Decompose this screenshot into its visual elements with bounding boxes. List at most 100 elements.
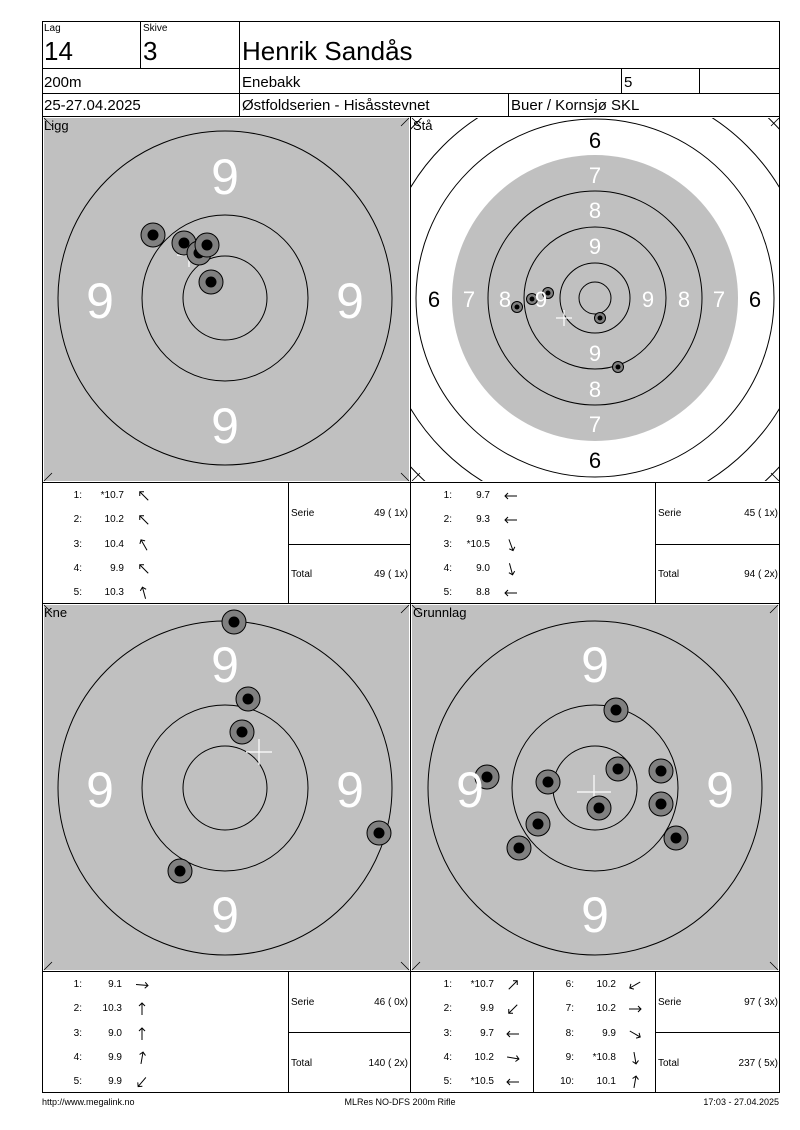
shot-number: 5: <box>443 1076 452 1088</box>
shot-score: 9.1 <box>108 979 122 990</box>
shot-direction-arrow-icon <box>504 492 517 500</box>
serie-label: Serie <box>291 508 315 519</box>
shot-direction-arrow-icon <box>508 538 516 551</box>
shot-hole <box>366 820 392 846</box>
shot-direction-arrow-icon <box>506 1030 519 1037</box>
total-value: 94 ( 2x) <box>744 569 778 580</box>
shot-hole <box>605 756 631 782</box>
shot-score: 10.2 <box>596 1003 616 1015</box>
footer-url[interactable]: http://www.megalink.no <box>42 1097 135 1107</box>
shot-number: 1: <box>443 979 452 990</box>
shot-holes <box>140 222 224 295</box>
shot-score: 9.9 <box>108 1076 122 1088</box>
shot-number: 8: <box>565 1027 574 1039</box>
total-label: Total <box>291 1058 313 1069</box>
ring-label: 6 <box>589 448 601 473</box>
shot-score: 9.9 <box>480 1003 494 1015</box>
ring-label: 6 <box>589 128 601 153</box>
shot-score: 10.3 <box>102 1003 122 1015</box>
serie-value: 45 ( 1x) <box>744 508 778 519</box>
shot-score: 9.9 <box>110 562 124 574</box>
ring-label: 8 <box>678 287 690 312</box>
shot-hole <box>594 312 606 324</box>
shot-hole <box>648 758 674 784</box>
shot-hole <box>612 361 624 373</box>
shot-score: 9.0 <box>108 1027 122 1039</box>
skive-label: Skive <box>143 23 168 34</box>
target-sta: 6 6 6 6 7 7 7 7 8 8 8 8 9 9 9 9 <box>411 118 779 481</box>
shot-score: 10.2 <box>596 979 616 990</box>
shot-holes <box>511 287 624 373</box>
shot-hole <box>474 764 500 790</box>
ring-label: 9 <box>589 234 601 259</box>
shot-score: *10.8 <box>592 1051 616 1063</box>
club: Enebakk <box>242 74 301 91</box>
shot-hole <box>229 719 255 745</box>
shot-score: 10.1 <box>596 1076 616 1088</box>
shot-direction-arrow-icon <box>508 1004 518 1015</box>
shot-direction-arrow-icon <box>629 981 641 990</box>
serie-label: Serie <box>291 997 315 1008</box>
panel-title-grunnlag: Grunnlag <box>413 605 467 620</box>
shot-hole <box>648 791 674 817</box>
shot-hole <box>511 301 523 313</box>
shooter-name: Henrik Sandås <box>242 36 413 66</box>
shot-direction-arrow-icon <box>629 1005 642 1013</box>
ring-label: 8 <box>589 198 601 223</box>
shot-score: 9.0 <box>476 562 490 574</box>
serie-label: Serie <box>658 508 682 519</box>
shot-number: 3: <box>73 1027 82 1039</box>
ring-label: 7 <box>463 287 475 312</box>
shot-number: 3: <box>443 538 452 550</box>
shot-direction-arrow-icon <box>139 564 149 574</box>
shot-hole <box>542 287 554 299</box>
shot-direction-arrow-icon <box>135 981 149 989</box>
shot-number: 3: <box>443 1027 452 1039</box>
shot-score: 9.9 <box>602 1027 616 1039</box>
shot-hole <box>663 825 689 851</box>
shot-direction-arrow-icon <box>504 589 517 597</box>
ring-label: 9 <box>581 887 609 943</box>
target-kne: 9 9 9 9 <box>43 604 410 971</box>
shot-direction-arrow-icon <box>508 980 518 990</box>
ring-label: 7 <box>589 412 601 437</box>
shot-hole <box>167 858 193 884</box>
shot-score: 10.3 <box>104 587 124 599</box>
shot-hole <box>221 609 247 635</box>
total-value: 237 ( 5x) <box>738 1058 778 1069</box>
skive-value: 3 <box>143 36 158 66</box>
shot-direction-arrow-icon <box>508 562 516 576</box>
shot-number: 2: <box>73 514 82 526</box>
ring-label: 9 <box>211 398 239 454</box>
shot-score: 9.9 <box>108 1051 122 1063</box>
total-value: 140 ( 2x) <box>368 1058 408 1069</box>
shot-hole <box>198 269 224 295</box>
shot-direction-arrow-icon <box>507 1055 520 1062</box>
shot-score: 9.3 <box>476 514 490 526</box>
shot-number: 4: <box>443 562 452 574</box>
shot-number: 5: <box>73 587 82 599</box>
ring-label: 9 <box>642 287 654 312</box>
panel-title-sta: Stå <box>413 118 433 133</box>
ring-label: 9 <box>706 762 734 818</box>
serie-value: 97 ( 3x) <box>744 997 778 1008</box>
shot-score: *10.5 <box>466 538 490 550</box>
serie-value: 49 ( 1x) <box>374 508 408 519</box>
serie-label: Serie <box>658 997 682 1008</box>
shot-hole <box>235 686 261 712</box>
shot-score: *10.7 <box>470 979 494 990</box>
shot-number: 7: <box>565 1003 574 1015</box>
shot-direction-arrow-icon <box>138 1002 146 1016</box>
shot-hole <box>140 222 166 248</box>
shot-direction-arrow-icon <box>138 1026 146 1040</box>
shot-direction-arrow-icon <box>632 1075 639 1089</box>
shot-direction-arrow-icon <box>632 1051 639 1065</box>
ring-label: 9 <box>86 273 114 329</box>
shot-score: 10.2 <box>474 1051 494 1063</box>
competition: Østfoldserien - Hisåsstevnet <box>242 97 430 114</box>
shot-direction-arrow-icon <box>139 491 149 501</box>
ring-label: 6 <box>749 287 761 312</box>
footer-system: MLRes NO-DFS 200m Rifle <box>344 1097 456 1107</box>
shot-direction-arrow-icon <box>139 515 149 525</box>
shot-score: *10.5 <box>470 1076 494 1088</box>
